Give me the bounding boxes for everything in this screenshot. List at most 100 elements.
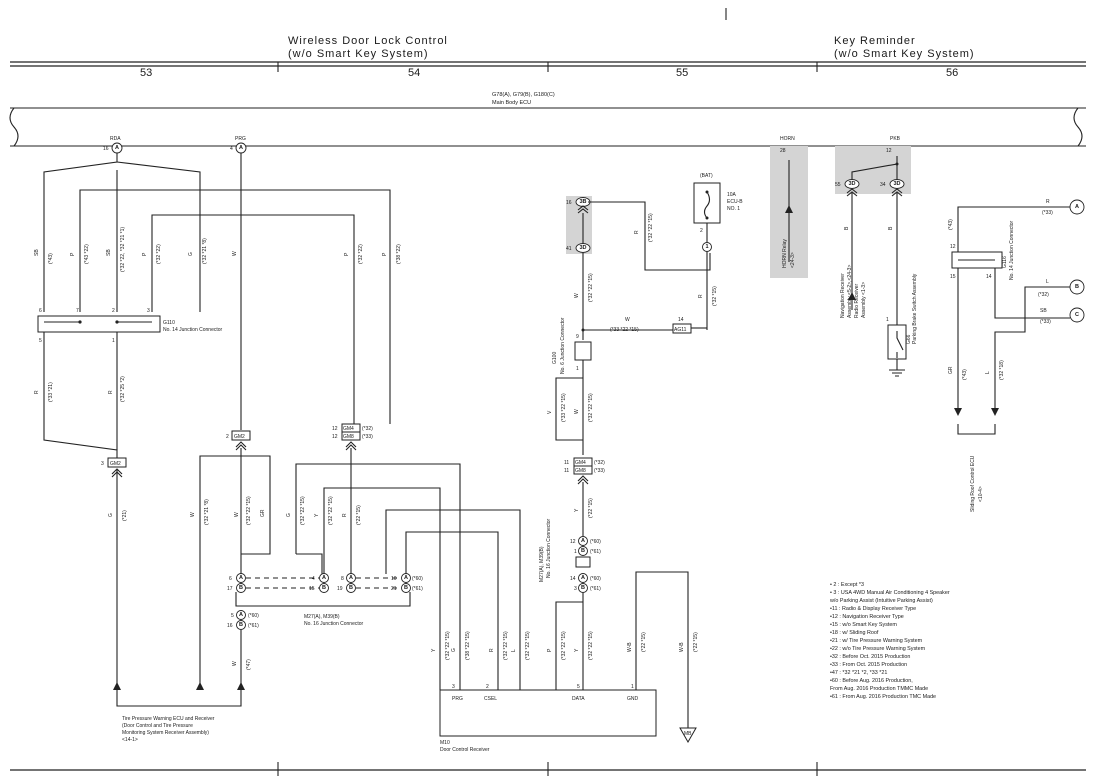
svg-text:(*38 *22 *15): (*38 *22 *15) [465,631,471,660]
section-53: 53 [140,67,152,79]
svg-text:(*43): (*43) [948,219,954,230]
svg-text:R: R [489,648,495,652]
svg-text:No. 16 Junction Connector: No. 16 Junction Connector [546,518,552,578]
svg-text:2: 2 [700,228,703,234]
svg-text:6: 6 [39,308,42,314]
svg-text:No. 16 Junction Connector: No. 16 Junction Connector [304,621,364,627]
svg-text:R: R [1046,199,1050,205]
svg-text:1: 1 [574,549,577,555]
svg-text:6: 6 [229,576,232,582]
svg-text:L: L [511,649,517,652]
header: Wireless Door Lock Control (w/o Smart Ke… [10,8,1086,79]
svg-text:•12 : Navigation Receiver Type: •12 : Navigation Receiver Type [830,614,904,620]
svg-text:(*32 *22 *15): (*32 *22 *15) [503,631,509,660]
svg-text:14: 14 [678,317,684,323]
svg-text:(*32 *22 *15): (*32 *22 *15) [648,213,654,242]
tpw-ecu-ref: Tire Pressure Warning ECU and Receiver (… [113,682,245,743]
svg-text:A: A [581,538,585,544]
svg-text:11: 11 [564,468,569,474]
svg-text:5: 5 [577,684,580,690]
ecu-codes: G78(A), G79(B), G180(C) [492,92,555,98]
legend: • 2 : Except *3 • 3 : USA 4WD Manual Air… [829,582,950,700]
svg-text:(*61): (*61) [248,623,259,629]
svg-text:(*32 *22 *15): (*32 *22 *15) [445,631,451,660]
svg-text:5: 5 [231,613,234,619]
svg-text:12: 12 [332,426,338,432]
svg-text:C: C [1075,312,1079,318]
svg-text:GM2: GM2 [234,434,245,440]
main-body-ecu: G78(A), G79(B), G180(C) Main Body ECU RD… [9,92,1086,147]
svg-text:W: W [232,251,238,256]
svg-text:2: 2 [112,308,115,314]
svg-text:3B: 3B [579,199,586,205]
svg-text:(*33): (*33) [594,468,605,474]
svg-text:14: 14 [986,274,992,280]
svg-text:28: 28 [780,148,786,154]
svg-text:3: 3 [101,461,104,467]
svg-text:GR: GR [260,509,266,517]
svg-text:<10-4>: <10-4> [978,486,984,502]
title-right-2: (w/o Smart Key System) [834,48,975,60]
svg-text:(*32 *25 *2): (*32 *25 *2) [120,376,126,402]
svg-text:A: A [115,145,119,151]
svg-text:A: A [581,575,585,581]
svg-text:(Door Control and Tire Pressur: (Door Control and Tire Pressure [122,723,193,729]
svg-text:W: W [234,512,240,517]
svg-text:Radio Receiver: Radio Receiver [854,283,860,318]
svg-text:3: 3 [574,586,577,592]
fuse-ecu-b [693,182,721,224]
svg-text:(*33): (*33) [1042,210,1053,216]
svg-text:17: 17 [227,586,233,592]
svg-text:B: B [239,622,243,628]
svg-text:Tire Pressure Warning ECU and: Tire Pressure Warning ECU and Receiver [122,716,215,722]
title-left-1: Wireless Door Lock Control [288,35,448,47]
svg-text:41: 41 [566,246,572,252]
svg-text:• 3 : USA 4WD Manual Air Condi: • 3 : USA 4WD Manual Air Conditioning 4 … [830,590,950,596]
section-55: 55 [676,67,688,79]
svg-text:(*22 *15): (*22 *15) [641,632,647,652]
m10-wire-labels: Y (*32 *22 *15) G (*38 *22 *15) R (*32 *… [431,631,531,660]
svg-text:Assembly <1-3>: Assembly <1-3> [861,282,867,318]
svg-text:P: P [382,252,388,256]
svg-text:GM8: GM8 [575,468,586,474]
sliding-roof-circuit: A R (*33) (*43) 12 15 14 G116 No. 14 Jun… [948,199,1085,512]
svg-text:B: B [349,585,353,591]
svg-text:16: 16 [227,623,233,629]
svg-text:12: 12 [332,434,338,440]
svg-text:(BAT): (BAT) [700,173,713,179]
svg-text:1: 1 [112,338,115,344]
svg-text:w/o Parking Assist (Intuitive: w/o Parking Assist (Intuitive Parking As… [829,598,933,604]
svg-text:G110: G110 [163,320,175,326]
svg-text:55: 55 [835,182,841,188]
svg-text:ECU-B: ECU-B [727,199,743,205]
svg-text:B: B [844,226,850,230]
svg-text:NO. 1: NO. 1 [727,206,740,212]
svg-text:L: L [985,371,991,374]
svg-text:M27(A), M39(B): M27(A), M39(B) [539,546,545,582]
svg-text:5: 5 [39,338,42,344]
svg-text:(*32 *21 *8): (*32 *21 *8) [204,499,210,525]
ground-mb [679,727,697,744]
svg-text:MB: MB [684,731,692,737]
terminal-rda: RDA [110,136,121,142]
svg-text:1: 1 [576,366,579,372]
svg-text:15: 15 [950,274,956,280]
svg-text:CSEL: CSEL [484,696,497,702]
svg-text:(*43): (*43) [48,253,54,264]
svg-text:SB: SB [34,249,40,256]
svg-text:(*32 *22): (*32 *22) [358,244,364,264]
svg-text:B: B [404,585,408,591]
svg-text:(*32 *22 *15): (*32 *22 *15) [328,496,334,525]
svg-text:•33 : From Oct. 2015 Productio: •33 : From Oct. 2015 Production [830,662,907,668]
svg-text:A: A [239,612,243,618]
svg-text:(*33 *22 *15): (*33 *22 *15) [610,327,639,333]
section-56: 56 [946,67,958,79]
svg-text:A: A [349,575,353,581]
ecu-name: Main Body ECU [492,100,531,106]
svg-text:R: R [634,230,640,234]
svg-text:A: A [322,575,326,581]
svg-text:Monitoring System Receiver Ass: Monitoring System Receiver Assembly) [122,730,209,736]
svg-text:G116: G116 [1002,256,1008,268]
svg-text:(*47): (*47) [246,659,252,670]
svg-text:19: 19 [337,586,343,592]
